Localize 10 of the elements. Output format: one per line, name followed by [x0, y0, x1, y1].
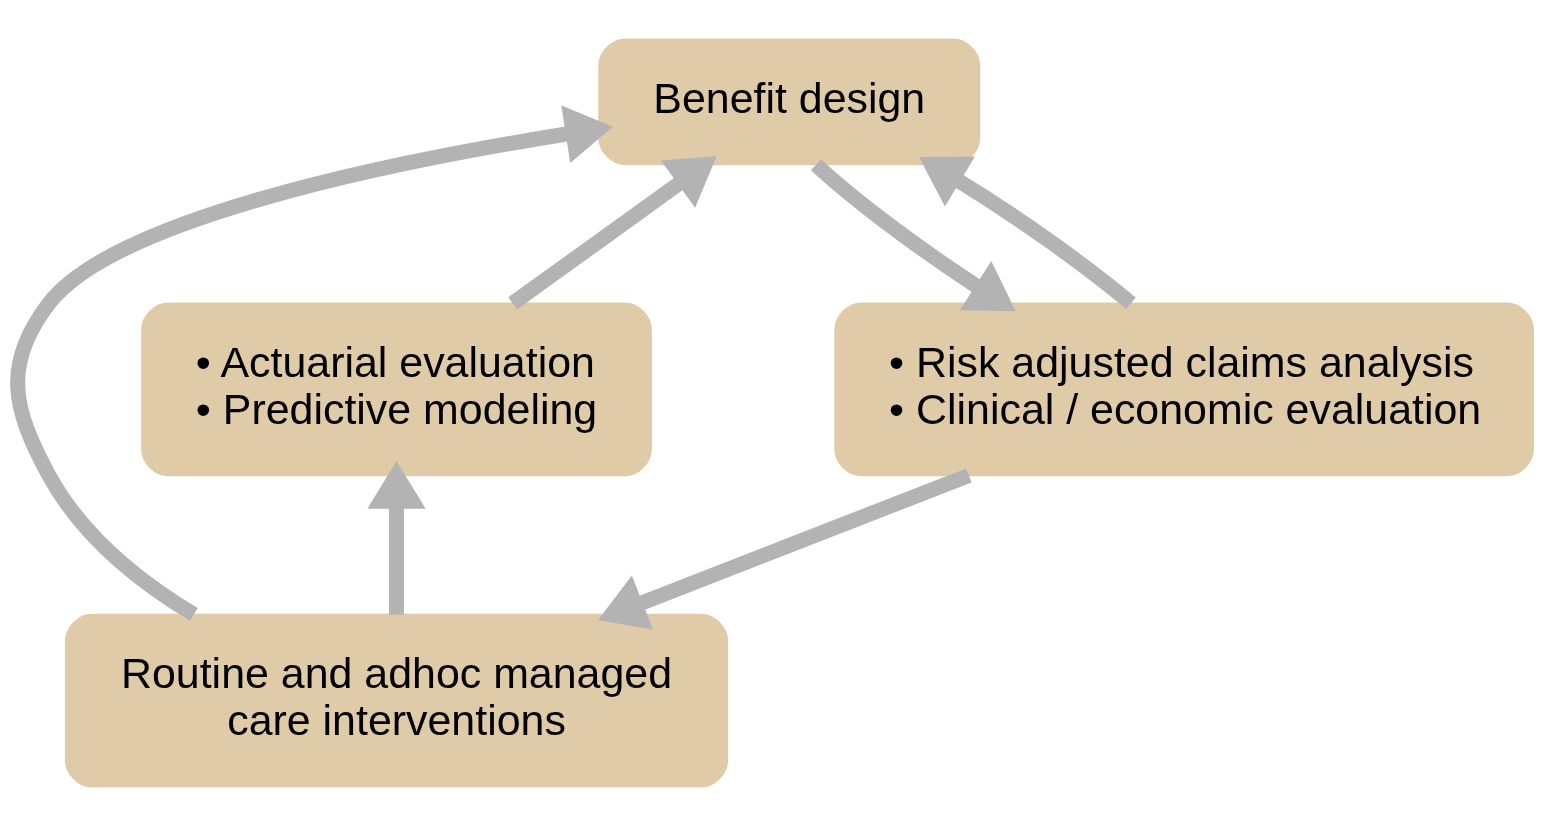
node-box: Routine and adhoc managed care interventions	[64, 613, 729, 787]
arrow	[508, 155, 717, 310]
node-box: Benefit design	[598, 38, 981, 165]
node-box: • Actuarial evaluation • Predictive modeling	[141, 301, 652, 476]
arrow	[598, 467, 972, 630]
node-box: • Risk adjusted claims analysis • Clinical / economic evaluation	[834, 301, 1534, 476]
arrow	[810, 158, 1016, 311]
arrow	[367, 460, 426, 615]
arrow	[10, 104, 613, 621]
arrow	[919, 155, 1136, 309]
